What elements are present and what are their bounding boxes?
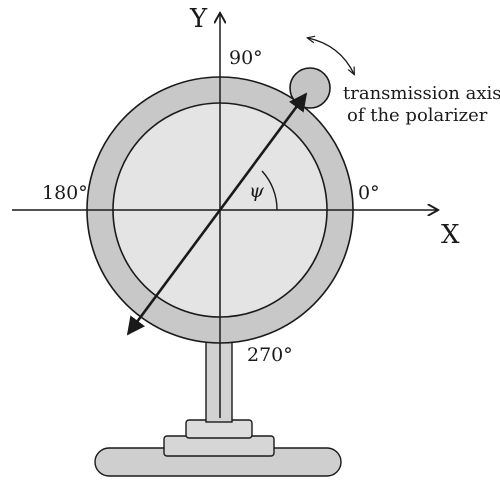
stand <box>94 335 342 477</box>
rotation-knob <box>289 67 331 109</box>
base-cap <box>185 419 253 439</box>
angle-label-270: 270° <box>247 344 293 366</box>
transmission-axis-arrow <box>126 92 308 336</box>
annotation-line-2: of the polarizer <box>347 105 488 126</box>
rotation-arrow <box>308 38 354 74</box>
annotation-line-1: transmission axis <box>343 83 500 104</box>
stand-post <box>205 335 233 423</box>
angle-label-180: 180° <box>42 182 88 204</box>
psi-label: ψ <box>249 180 265 202</box>
angle-label-0: 0° <box>358 182 380 204</box>
x-axis-label: X <box>441 220 460 250</box>
angle-label-90: 90° <box>229 47 263 69</box>
base-block <box>163 435 275 457</box>
y-axis-label: Y <box>189 4 208 34</box>
